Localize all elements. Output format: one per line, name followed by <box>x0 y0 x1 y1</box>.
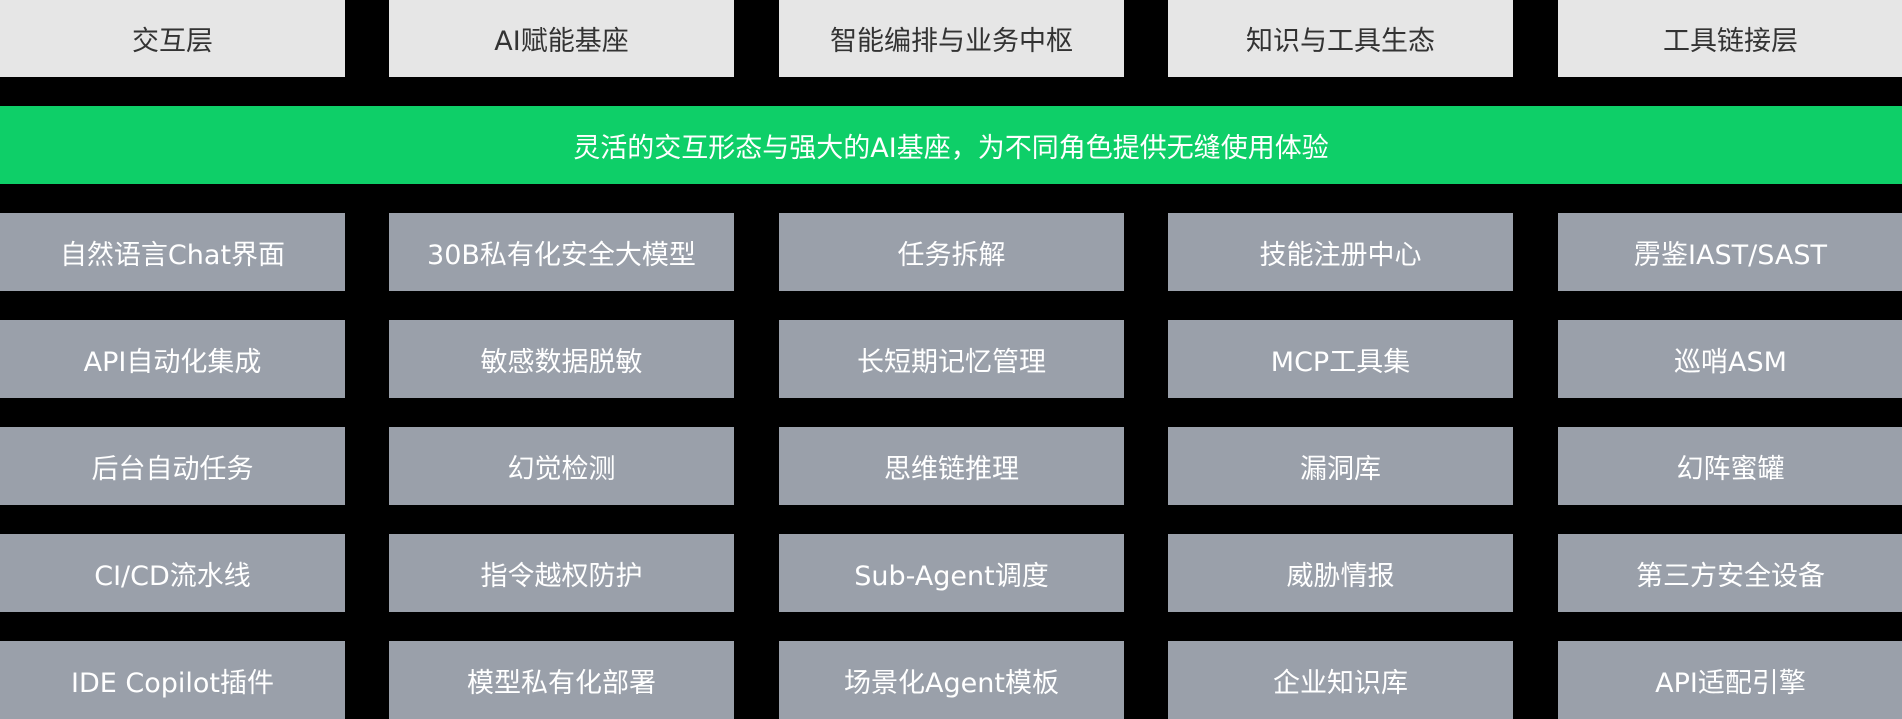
component-cell: 30B私有化安全大模型 <box>389 213 734 291</box>
component-cell: 场景化Agent模板 <box>779 641 1124 719</box>
layer-header-interaction: 交互层 <box>0 0 345 77</box>
component-cell: API适配引擎 <box>1558 641 1902 719</box>
component-cell: IDE Copilot插件 <box>0 641 345 719</box>
layer-header-ai-foundation: AI赋能基座 <box>389 0 734 77</box>
layer-header-knowledge-tools: 知识与工具生态 <box>1168 0 1513 77</box>
component-cell: 雳鉴IAST/SAST <box>1558 213 1902 291</box>
component-cell: 自然语言Chat界面 <box>0 213 345 291</box>
component-cell: API自动化集成 <box>0 320 345 398</box>
component-cell: 企业知识库 <box>1168 641 1513 719</box>
component-cell: 幻阵蜜罐 <box>1558 427 1902 505</box>
layer-header-orchestration: 智能编排与业务中枢 <box>779 0 1124 77</box>
summary-banner: 灵活的交互形态与强大的AI基座，为不同角色提供无缝使用体验 <box>0 106 1902 184</box>
component-cell: 第三方安全设备 <box>1558 534 1902 612</box>
component-cell: Sub-Agent调度 <box>779 534 1124 612</box>
component-cell: 任务拆解 <box>779 213 1124 291</box>
component-cell: 思维链推理 <box>779 427 1124 505</box>
component-cell: 后台自动任务 <box>0 427 345 505</box>
component-cell: 长短期记忆管理 <box>779 320 1124 398</box>
component-cell: 威胁情报 <box>1168 534 1513 612</box>
component-cell: CI/CD流水线 <box>0 534 345 612</box>
layer-header-tool-link: 工具链接层 <box>1558 0 1902 77</box>
component-cell: 漏洞库 <box>1168 427 1513 505</box>
component-cell: 敏感数据脱敏 <box>389 320 734 398</box>
component-cell: 幻觉检测 <box>389 427 734 505</box>
component-cell: MCP工具集 <box>1168 320 1513 398</box>
component-cell: 模型私有化部署 <box>389 641 734 719</box>
component-cell: 指令越权防护 <box>389 534 734 612</box>
component-cell: 巡哨ASM <box>1558 320 1902 398</box>
component-cell: 技能注册中心 <box>1168 213 1513 291</box>
